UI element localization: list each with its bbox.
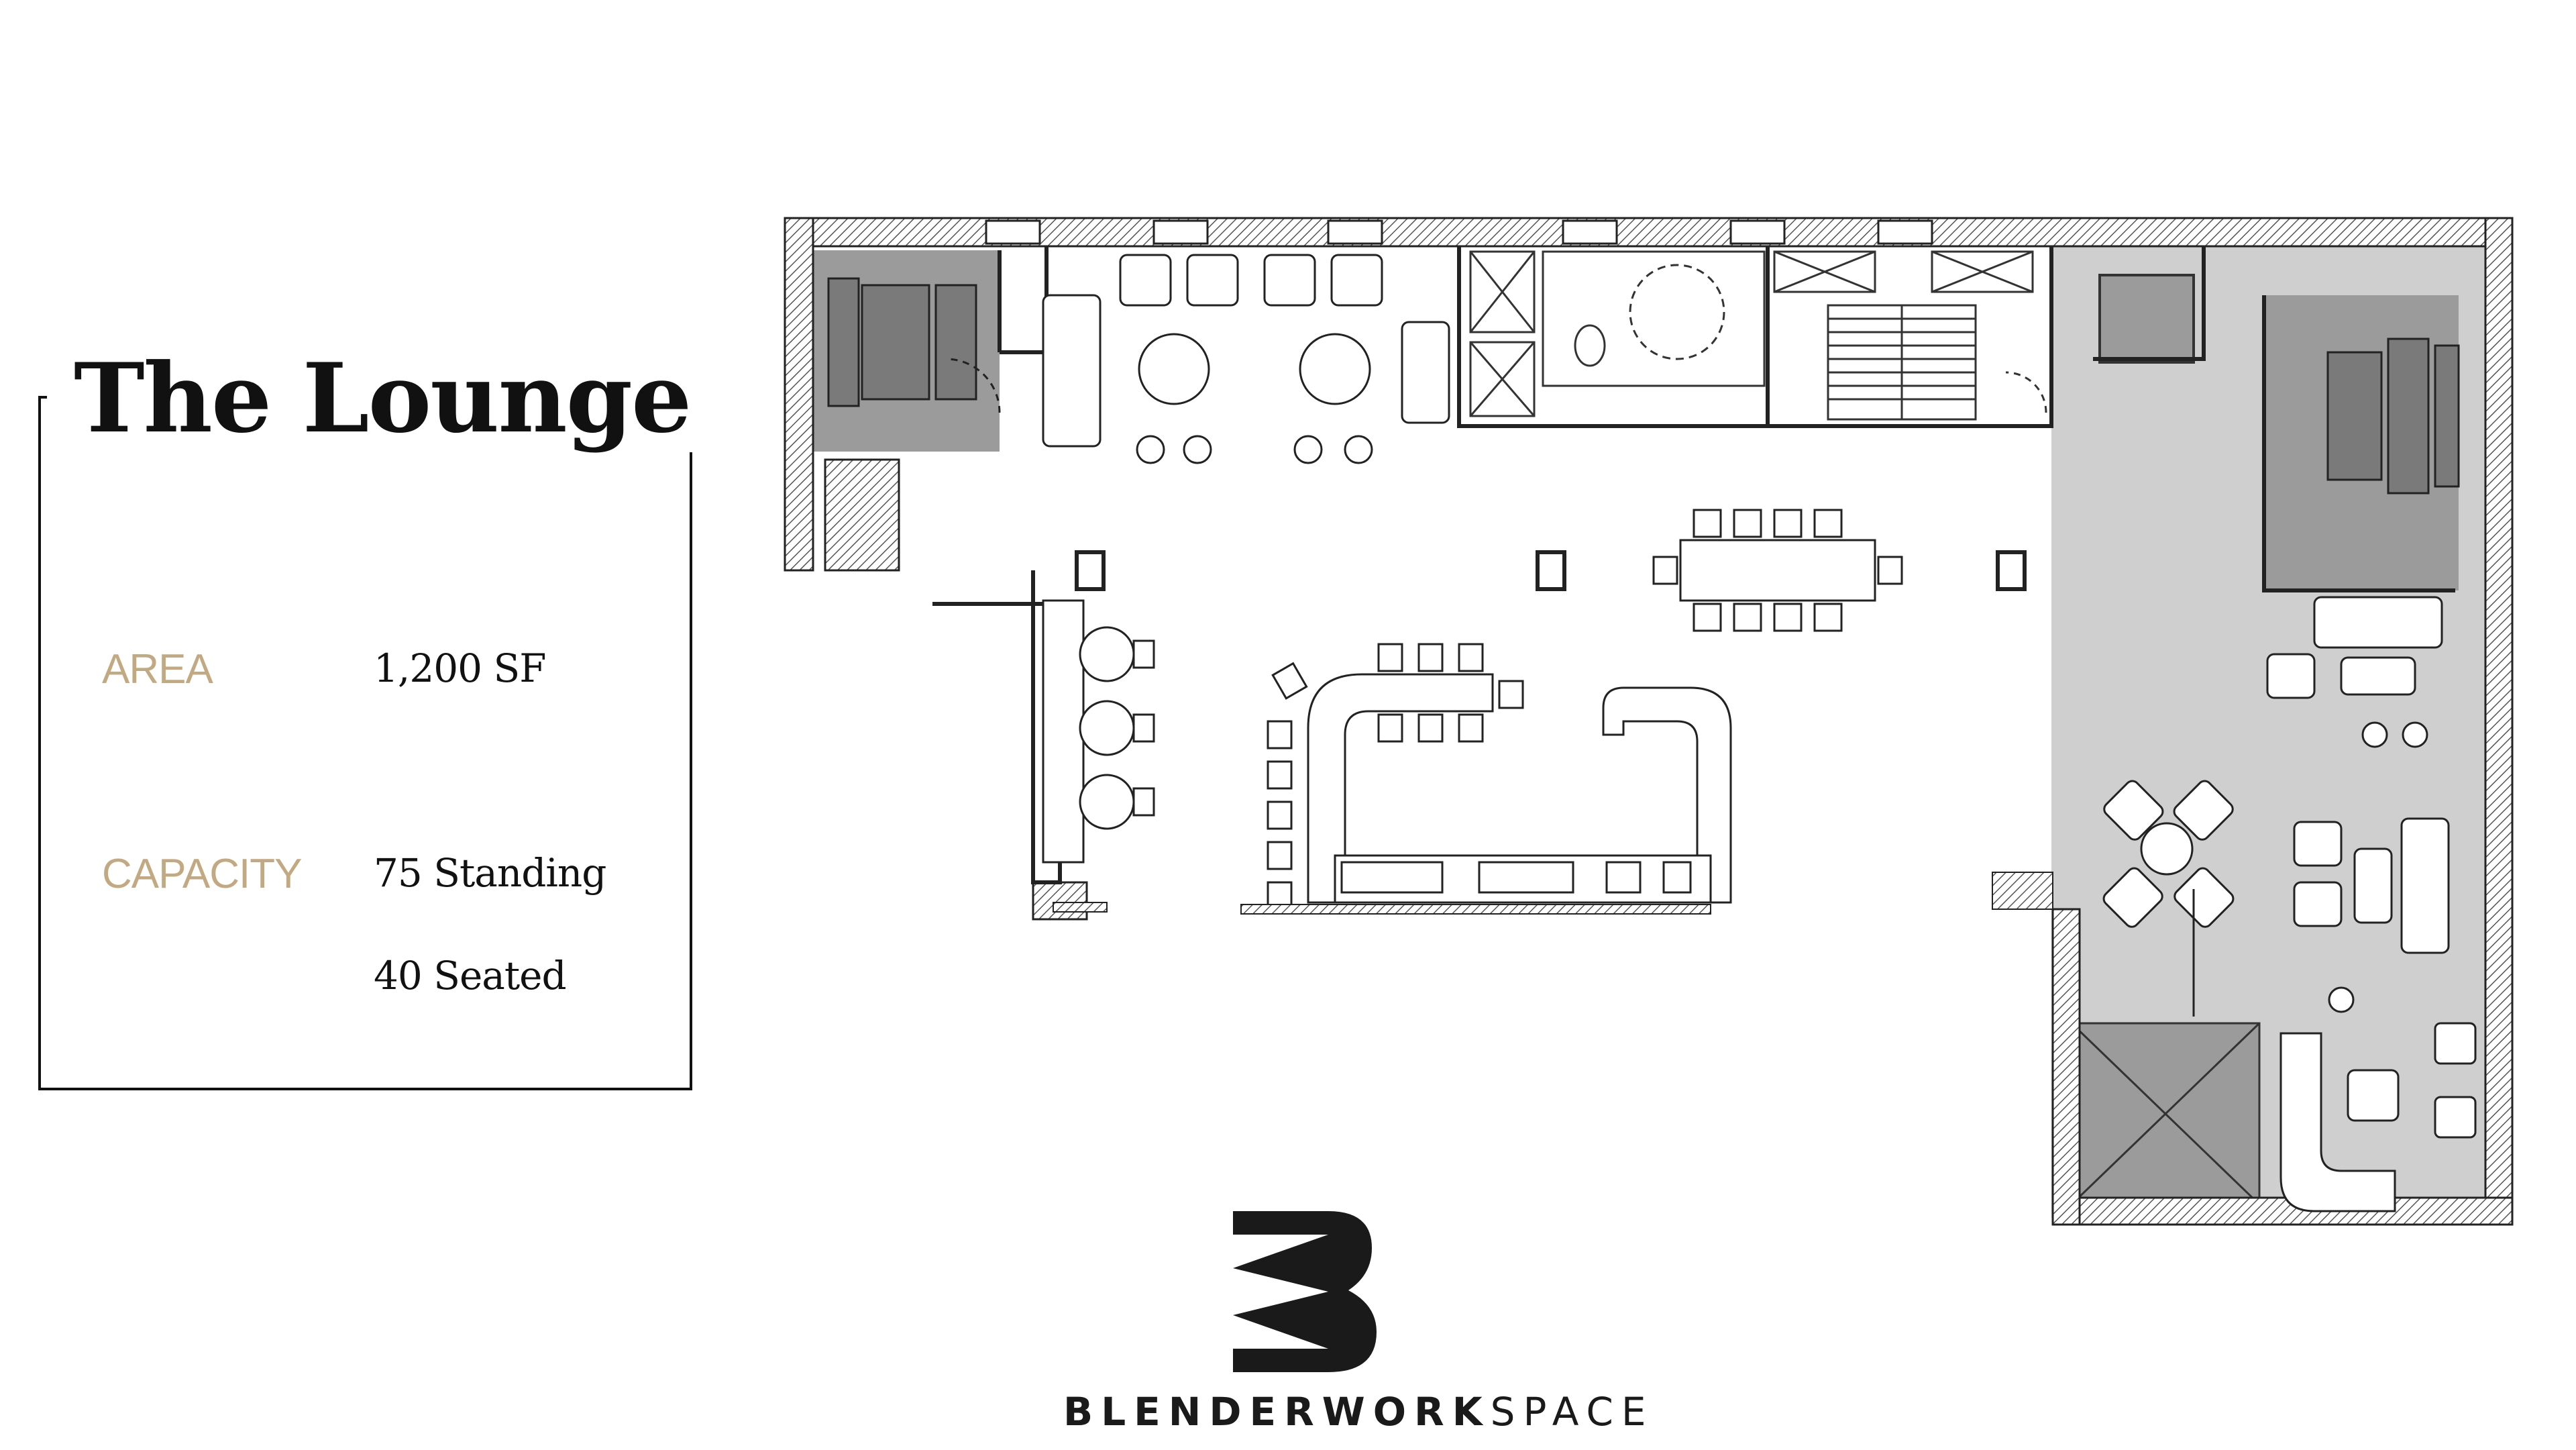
capacity-label: CAPACITY — [102, 851, 302, 897]
brand-wordmark-light: SPACE — [1490, 1389, 1654, 1435]
floor-plan — [784, 217, 2514, 1226]
info-box — [38, 396, 692, 1090]
brand-wordmark-bold: BLENDERWORK — [1063, 1389, 1491, 1435]
windows — [985, 219, 1933, 245]
brand-logo-icon — [1233, 1211, 1377, 1372]
area-value: 1,200 SF — [374, 645, 546, 691]
capacity-standing: 75 Standing — [374, 850, 606, 896]
brand-wordmark: BLENDERWORKSPACE — [1063, 1389, 1646, 1435]
page-title: The Lounge — [47, 345, 718, 452]
exterior-walls — [784, 217, 2514, 1226]
stairs — [1827, 304, 1977, 421]
area-label: AREA — [102, 646, 213, 692]
capacity-seated: 40 Seated — [374, 953, 567, 998]
